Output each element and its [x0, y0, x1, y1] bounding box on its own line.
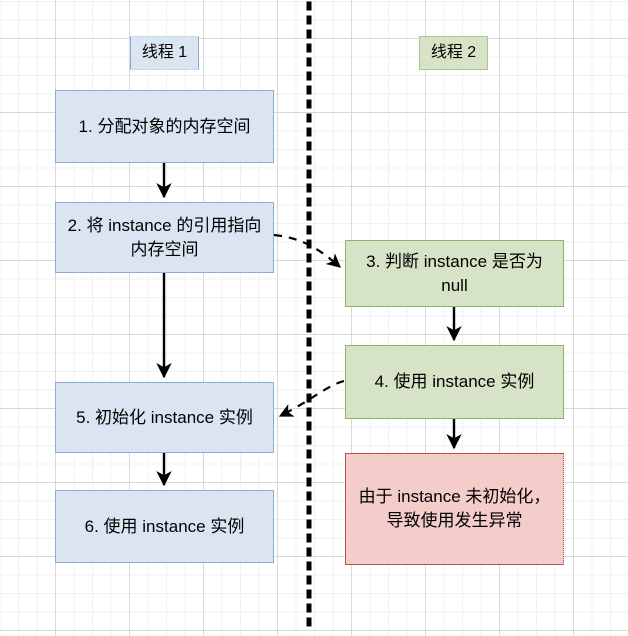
- node-step-2-label: 2. 将 instance 的引用指向内存空间: [67, 215, 262, 259]
- node-step-1[interactable]: 1. 分配对象的内存空间: [55, 90, 274, 163]
- node-step-1-label: 1. 分配对象的内存空间: [78, 116, 251, 136]
- node-step-3-label: 3. 判断 instance 是否为 null: [366, 251, 543, 295]
- lane-header-thread-2: 线程 2: [419, 36, 488, 70]
- node-step-4[interactable]: 4. 使用 instance 实例: [345, 345, 564, 419]
- node-step-4-label: 4. 使用 instance 实例: [374, 372, 535, 391]
- node-step-5-label: 5. 初始化 instance 实例: [76, 407, 253, 427]
- node-step-6[interactable]: 6. 使用 instance 实例: [55, 490, 274, 563]
- lane-header-thread-2-label: 线程 2: [430, 44, 477, 61]
- node-step-5[interactable]: 5. 初始化 instance 实例: [55, 382, 274, 453]
- node-step-6-label: 6. 使用 instance 实例: [84, 516, 245, 536]
- lane-header-thread-1-label: 线程 1: [141, 44, 188, 61]
- node-step-2[interactable]: 2. 将 instance 的引用指向内存空间: [55, 202, 274, 273]
- node-exception-label: 由于 instance 未初始化，导致使用发生异常: [358, 487, 551, 530]
- lane-header-thread-1: 线程 1: [130, 36, 199, 70]
- edge-step4-step5-dashed: [278, 379, 345, 417]
- node-step-3[interactable]: 3. 判断 instance 是否为 null: [345, 240, 564, 307]
- edge-step2-step3-dashed: [273, 233, 341, 268]
- node-exception[interactable]: 由于 instance 未初始化，导致使用发生异常: [345, 453, 564, 565]
